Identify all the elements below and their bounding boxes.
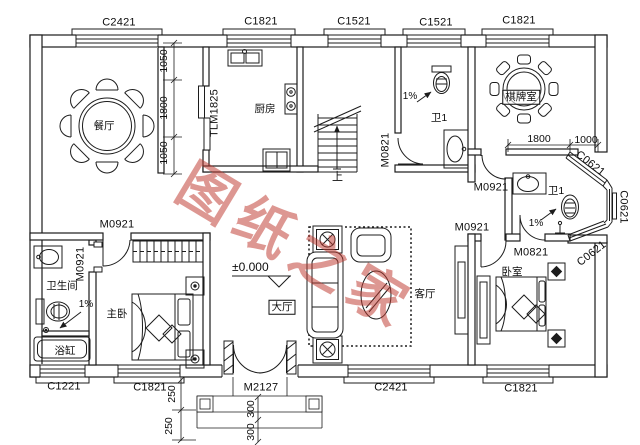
- bath2-fixtures: [512, 172, 579, 234]
- room-left-bath: 卫生间: [46, 279, 78, 292]
- elevation-label: ±0.000: [232, 260, 269, 274]
- code-m0921-master: M0921: [99, 218, 135, 231]
- room-bedroom2: 卧室: [501, 265, 523, 278]
- dim-300-a: 300: [244, 400, 257, 418]
- bedroom2-furniture: [476, 262, 566, 348]
- dim-250-a: 250: [165, 385, 178, 403]
- code-m0821-bath1: M0821: [379, 132, 392, 168]
- code-c2421-bottom: C2421: [374, 381, 408, 394]
- code-c1821-bottom-left: C1821: [133, 381, 167, 394]
- bath1-fixtures: [431, 65, 469, 169]
- dining-table-set: [59, 78, 155, 174]
- stairs-up-label: 上: [332, 171, 343, 183]
- code-c0621-right: C0621: [617, 190, 630, 224]
- dim-1050-b: 1050: [157, 141, 170, 165]
- code-tlm1825: TLM1825: [208, 89, 221, 137]
- kitchen-fixtures: [227, 49, 298, 172]
- code-m0921-bedroom2: M0921: [454, 221, 490, 234]
- code-c1521-top-b: C1521: [419, 16, 453, 29]
- room-hall: 大厅: [268, 299, 296, 315]
- windows-top: [71, 28, 554, 48]
- dimension-lines: [163, 39, 602, 445]
- entrance-steps: [196, 377, 323, 429]
- code-c1221-bottom: C1221: [47, 380, 81, 393]
- left-bath-fixtures: [33, 245, 91, 362]
- room-kitchen: 厨房: [254, 102, 276, 115]
- room-master-bedroom: 主卧: [106, 307, 128, 320]
- dim-250-b: 250: [162, 417, 175, 435]
- slope-bath1: 1%: [402, 91, 418, 102]
- code-c1821-bottom-right: C1821: [504, 382, 538, 395]
- code-c2421-top: C2421: [102, 16, 136, 29]
- elevation-marker: [232, 275, 292, 288]
- room-living: 客厅: [414, 287, 436, 300]
- entrance-door: [221, 340, 299, 378]
- dim-300-b: 300: [244, 423, 257, 441]
- slope-bath2: 1%: [528, 218, 544, 229]
- doors: [93, 85, 546, 273]
- code-c1821-top-right: C1821: [502, 14, 536, 27]
- room-chess: 棋牌室: [502, 89, 540, 105]
- windows-bottom: [35, 364, 554, 384]
- code-m0921-leftbath: M0921: [74, 246, 87, 282]
- room-bath2: 卫1: [547, 184, 565, 197]
- master-bedroom-furniture: [131, 240, 205, 369]
- dim-1800-a: 1800: [157, 96, 170, 120]
- room-bath1: 卫1: [430, 111, 448, 124]
- code-m0821-bedroom2: M0821: [513, 246, 549, 259]
- stairs: [313, 105, 362, 173]
- room-dining: 餐厅: [93, 119, 115, 132]
- code-c1821-top: C1821: [244, 15, 278, 28]
- slope-left-bath: 1%: [78, 299, 94, 310]
- dim-1000: 1000: [574, 133, 598, 146]
- bay-window: [565, 151, 617, 242]
- code-m0921-bath2: M0921: [473, 181, 509, 194]
- chess-room-furniture: [489, 54, 559, 124]
- room-bathtub: 浴缸: [54, 344, 76, 357]
- dim-1800-b: 1800: [527, 132, 551, 145]
- code-c1521-top-a: C1521: [337, 15, 371, 28]
- dim-1050-a: 1050: [157, 49, 170, 73]
- code-m2127: M2127: [243, 381, 279, 394]
- slope-arrows: [59, 91, 557, 329]
- interior-walls: [29, 46, 579, 366]
- living-room-furniture: [306, 225, 469, 364]
